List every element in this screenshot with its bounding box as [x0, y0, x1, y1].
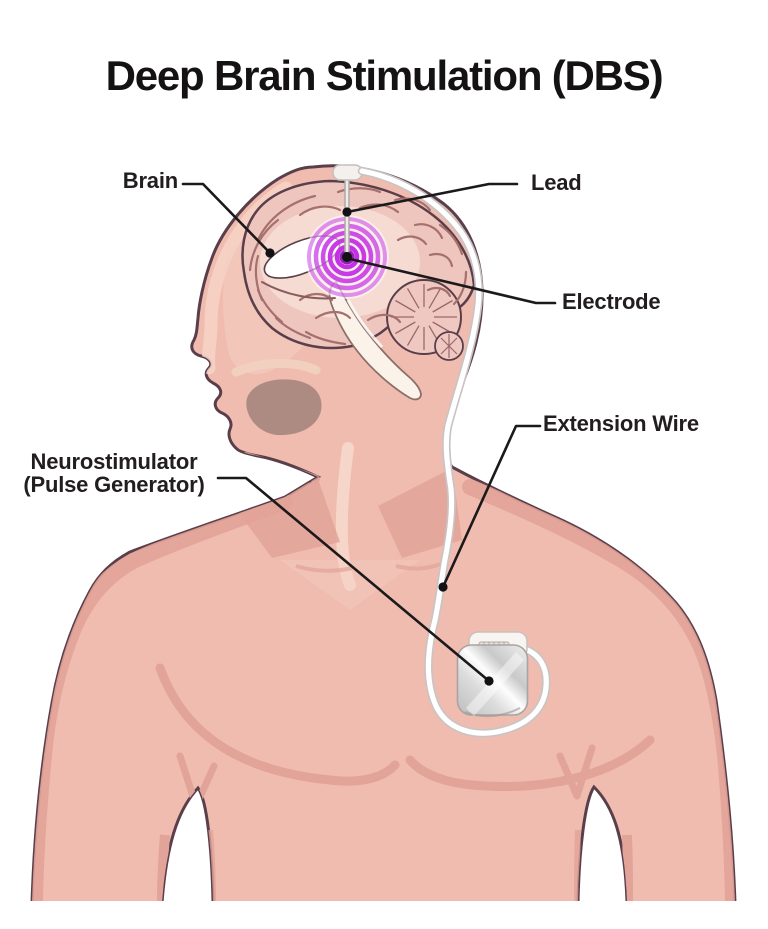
cerebellum	[386, 279, 464, 361]
lead-pointer-line	[345, 182, 519, 214]
mouth-cavity	[246, 379, 322, 436]
electrode-pointer-line	[348, 257, 557, 305]
neurostimulator-label-line2: (Pulse Generator)	[23, 472, 205, 497]
extension-wire-pointer-dot	[438, 582, 448, 592]
neurostimulator-pointer-line	[216, 476, 491, 683]
lead-anchor-cap	[332, 164, 363, 181]
neurostimulator-label-line1: Neurostimulator	[30, 449, 198, 474]
neurostimulator-device	[456, 631, 529, 718]
extension-wire-label: Extension Wire	[543, 411, 699, 436]
brain-label: Brain	[122, 168, 178, 193]
brain-pointer-dot	[265, 248, 275, 258]
lead-pointer-dot	[342, 207, 352, 217]
brainstem	[328, 280, 422, 401]
lead-label: Lead	[531, 170, 582, 195]
electrode-pointer-dot	[342, 252, 352, 262]
extension-wire-pointer-line	[441, 424, 542, 589]
electrode-label: Electrode	[562, 289, 661, 314]
page-title: Deep Brain Stimulation (DBS)	[105, 52, 664, 99]
brain-pointer-line	[181, 182, 272, 255]
neurostimulator-pointer-dot	[484, 676, 494, 686]
extension-wire	[357, 166, 551, 738]
neurostimulator-label: Neurostimulator (Pulse Generator)	[8, 450, 220, 496]
